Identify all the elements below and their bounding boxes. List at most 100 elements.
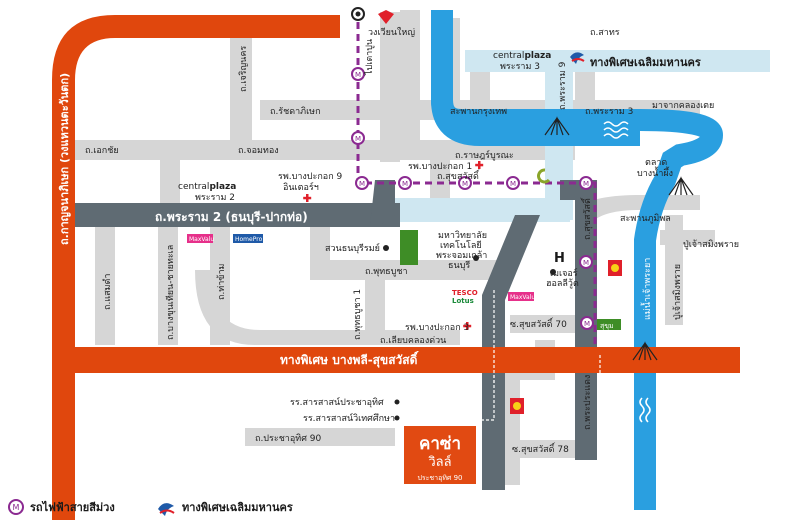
metro-m-icon: M	[351, 67, 365, 81]
road-label: ถ.บางขุนเทียน-ชายทะเล	[165, 245, 176, 340]
place-label: เทคโนโลยี	[440, 240, 482, 251]
place-label: พระราม 2	[195, 193, 235, 203]
legend: M รถไฟฟ้าสายสีม่วง ทางพิเศษเฉลิมมหานคร	[8, 499, 293, 516]
road-label: ถ.เจริญนคร	[238, 46, 249, 92]
landmark-dot-icon	[383, 245, 556, 421]
road-label: ถ.พุทธบูชา	[365, 267, 408, 277]
svg-text:M: M	[583, 180, 589, 188]
chao-phraya-river-2	[431, 99, 640, 146]
road-label: ถ.รัชดาภิเษก	[270, 106, 321, 117]
place-label: สวนธนบุรีรมย์	[325, 242, 380, 254]
place-label: บางน้ำผึ้ง	[637, 166, 673, 179]
road-label: แม่น้ำเจ้าพระยา	[640, 258, 653, 320]
svg-text:M: M	[462, 180, 468, 188]
place-label: ฮอลลีวู้ด	[546, 278, 579, 289]
local-roads	[75, 10, 715, 485]
road-label: ถ.สุขสวัสดิ์	[437, 169, 480, 182]
legend-expressway: ทางพิเศษเฉลิมมหานคร	[182, 501, 293, 514]
place-label: อินเตอร์ฯ	[283, 181, 319, 193]
metro-m-icon: M	[458, 176, 472, 190]
svg-text:M: M	[355, 71, 361, 79]
road-label: ถ.เลียบคลองด่วน	[380, 335, 446, 346]
road-label: มาจากคลองเตย	[652, 101, 714, 111]
place-label: วงเวียนใหญ่	[368, 27, 415, 38]
road-label: ถ.พระราม 2 (ธนบุรี-ปากท่อ)	[155, 210, 308, 225]
road-label: ถ.ราษฎร์บูรณะ	[455, 149, 514, 161]
road-labels: ถ.สาทร ถ.รัชดาภิเษก สะพานกรุงเทพ ถ.พระรา…	[58, 28, 739, 455]
svg-text:M: M	[584, 320, 590, 328]
bigc-logo-mark	[513, 402, 521, 410]
metro-m-icon: M	[579, 255, 593, 269]
maxvalu-label: MaxValu	[189, 236, 214, 243]
road-label: ถ.สาทร	[590, 28, 620, 38]
place-label: รพ.บางปะกอก 9	[278, 172, 343, 182]
route-arrows	[405, 290, 601, 421]
metro-m-icon: M	[355, 176, 369, 190]
place-label: พระราม 3	[500, 62, 540, 72]
hospital-cross-icon	[303, 161, 484, 330]
suksawat-c-icon	[537, 168, 551, 184]
project-name-2: วิลล์	[428, 454, 452, 470]
road-label: ปู่เจ้าสมิงพราย	[683, 239, 739, 250]
metro-m-icon: M	[580, 316, 594, 330]
road-label: ถ.สุขสวัสดิ์	[580, 197, 593, 240]
road-label: ถ.เอกชัย	[85, 146, 119, 156]
legend-purple-line: รถไฟฟ้าสายสีม่วง	[30, 500, 115, 514]
brand-badges: MaxValu HomePro MaxValu TESCO Lotus สุขุ…	[187, 10, 622, 414]
road-label: ทางพิเศษ บางพลี-สุขสวัสดิ์	[280, 351, 419, 368]
place-label: รพ.บางปะกอก 1	[408, 162, 472, 172]
bigc-logo-mark	[611, 264, 619, 272]
road-label: ถ.แสมดำ	[102, 274, 113, 310]
place-label: ธนบุรี	[448, 260, 470, 271]
river-waves-icon	[603, 121, 651, 423]
road-label: ซ.สุขสวัสดิ์ 70	[510, 317, 567, 330]
place-central-rama3: centralplaza	[493, 51, 551, 61]
place-central-rama2: centralplaza	[178, 182, 236, 192]
expressway-authority-icon	[571, 58, 585, 62]
road-label: สะพานกรุงเทพ	[450, 107, 507, 117]
bts-logo-icon	[378, 10, 394, 24]
project-subtitle: ประชาอุทิศ 90	[417, 474, 462, 482]
svg-text:M: M	[510, 180, 516, 188]
place-label: ตลาด	[645, 158, 667, 168]
road-label: ถ.ประชาอุทิศ 90	[255, 433, 321, 444]
maxvalu-label: MaxValu	[510, 294, 535, 301]
maxvalu-logo	[508, 292, 534, 301]
metro-m-icon: M	[506, 176, 520, 190]
purple-line-route	[356, 10, 597, 345]
road-label: ถ.จอมทอง	[238, 146, 279, 156]
road-label: ไปเตาปูน	[364, 39, 375, 76]
project-marker: คาซ่า วิลล์ ประชาอุทิศ 90	[404, 426, 476, 484]
homepro-logo	[233, 234, 263, 243]
road-label: ถ.พุทธบูชา 1	[353, 289, 363, 340]
metro-m-icon: M	[579, 176, 593, 190]
place-label: รร.สารสาสน์ประชาอุทิศ	[290, 396, 384, 408]
lotus-label: Lotus	[452, 297, 474, 305]
place-label: รร.สารสาสน์วิเทศศึกษา	[303, 412, 395, 424]
metro-m-icon	[351, 7, 365, 21]
bridge-icon	[544, 116, 694, 361]
road-label: ถ.พระราม 9	[558, 61, 568, 110]
project-name: คาซ่า	[419, 434, 461, 454]
road-label: ถ.ท่าข้าม	[216, 263, 227, 300]
bangphli-suksawat-expressway	[52, 15, 740, 520]
svg-text:M: M	[359, 180, 365, 188]
place-label: รพ.บางปะกอก 3	[405, 323, 469, 333]
metro-stations: M M M M M M M M M	[351, 7, 594, 330]
place-label: เมเจอร์	[550, 267, 578, 279]
svg-text:M: M	[13, 503, 20, 512]
place-label: มหาวิทยาลัย	[438, 230, 487, 241]
svg-text:M: M	[402, 180, 408, 188]
tesco-label: TESCO	[452, 289, 478, 297]
metro-m-icon: M	[8, 499, 24, 515]
maxvalu-logo	[187, 234, 213, 243]
place-labels: centralplaza พระราม 3 ทางพิเศษเฉลิมมหานค…	[178, 27, 701, 424]
road-label: ถ.พระราม 3	[585, 107, 633, 117]
road-label: ถ.กาญจนาภิเษก (วงแหวนตะวันตก)	[58, 73, 71, 245]
svg-text:M: M	[583, 259, 589, 267]
station-sign-label: สุขุม	[600, 322, 614, 330]
road-label: ถ.พระประแดง	[583, 375, 593, 430]
station-sign	[597, 319, 621, 330]
metro-m-icon: M	[351, 131, 365, 145]
